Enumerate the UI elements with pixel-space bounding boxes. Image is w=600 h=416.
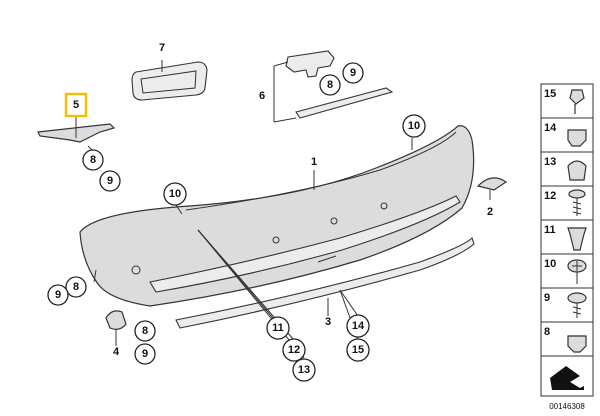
callout-12[interactable]: 12 (282, 338, 306, 362)
legend-row-symbol (540, 355, 594, 397)
part-4-sensor (105, 310, 127, 330)
part-1-bumper (79, 125, 475, 307)
svg-text:12: 12 (288, 344, 300, 356)
part-2-reflector (476, 177, 508, 191)
fastener-set-icon (550, 366, 584, 390)
svg-text:14: 14 (352, 320, 365, 332)
label-4: 4 (113, 346, 120, 358)
svg-text:15: 15 (544, 88, 556, 100)
legend-panel: 15 14 13 12 11 10 (540, 83, 594, 411)
part-3-trim (175, 236, 475, 329)
svg-text:10: 10 (408, 120, 420, 132)
svg-text:9: 9 (142, 348, 148, 360)
svg-text:10: 10 (544, 258, 556, 270)
callout-14[interactable]: 14 (346, 314, 370, 338)
callout-8-bottom[interactable]: 8 (134, 320, 156, 342)
callout-9-lower[interactable]: 9 (47, 284, 69, 306)
svg-text:9: 9 (544, 292, 550, 304)
callout-9-left[interactable]: 9 (99, 170, 121, 192)
svg-text:12: 12 (544, 190, 556, 202)
legend-row-9[interactable]: 9 (540, 287, 594, 323)
part-6-bracket (285, 50, 394, 119)
callout-13[interactable]: 13 (292, 358, 316, 382)
svg-text:8: 8 (327, 79, 333, 91)
legend-row-14[interactable]: 14 (540, 117, 594, 153)
callout-9-top[interactable]: 9 (342, 62, 364, 84)
label-6: 6 (259, 90, 265, 102)
callout-10-right[interactable]: 10 (402, 114, 426, 138)
svg-text:8: 8 (90, 154, 96, 166)
svg-text:10: 10 (169, 188, 181, 200)
legend-row-10[interactable]: 10 (540, 253, 594, 289)
legend-row-11[interactable]: 11 (540, 219, 594, 255)
callout-15[interactable]: 15 (346, 338, 370, 362)
legend-row-8[interactable]: 8 (540, 321, 594, 357)
highlight-box (64, 92, 88, 118)
label-3: 3 (325, 316, 331, 328)
callout-10-left[interactable]: 10 (163, 182, 187, 206)
label-2: 2 (487, 206, 493, 218)
callout-8-lower[interactable]: 8 (65, 276, 87, 298)
svg-text:9: 9 (350, 67, 356, 79)
svg-text:13: 13 (544, 156, 556, 168)
legend-row-13[interactable]: 13 (540, 151, 594, 187)
legend-row-15[interactable]: 15 (540, 83, 594, 119)
svg-text:15: 15 (352, 344, 364, 356)
svg-text:11: 11 (272, 322, 284, 334)
svg-text:8: 8 (142, 325, 148, 337)
legend-row-12[interactable]: 12 (540, 185, 594, 221)
svg-text:8: 8 (544, 326, 550, 338)
svg-text:13: 13 (298, 364, 310, 376)
svg-text:9: 9 (55, 289, 61, 301)
svg-text:8: 8 (73, 281, 79, 293)
label-5[interactable]: 5 (73, 99, 79, 111)
callout-8-left[interactable]: 8 (82, 149, 104, 171)
label-1: 1 (311, 156, 317, 168)
svg-text:9: 9 (107, 175, 113, 187)
svg-text:14: 14 (544, 122, 557, 134)
reference-number: 00146308 (549, 402, 585, 411)
callout-8-top[interactable]: 8 (319, 74, 341, 96)
part-7-cover (131, 61, 208, 101)
label-7: 7 (159, 42, 165, 54)
callout-11[interactable]: 11 (266, 316, 290, 340)
callout-9-bottom[interactable]: 9 (134, 343, 156, 365)
svg-text:11: 11 (544, 224, 556, 236)
